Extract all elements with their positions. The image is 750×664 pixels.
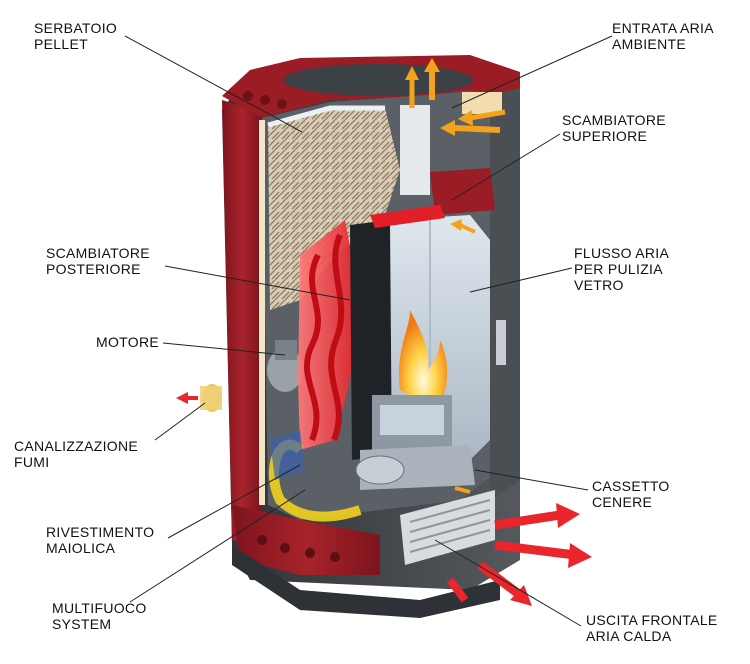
front-grill [400,490,495,565]
label-line: PELLET [34,36,88,52]
top-hot-pipe [370,205,445,228]
label-line: CENERE [592,494,653,510]
motor-housing [275,340,297,360]
label-line: MAIOLICA [46,540,116,556]
label-line: SCAMBIATORE [46,245,150,261]
hot-air-wave-1 [304,253,321,442]
label-line: FLUSSO ARIA [574,245,670,261]
label-entrata-aria-ambiente: ENTRATA ARIA AMBIENTE [612,20,714,52]
label-line: VETRO [574,277,624,293]
label-line: CASSETTO [592,478,670,494]
air-arrows [176,58,592,606]
label-flusso-aria-pulizia-vetro: FLUSSO ARIA PER PULIZIA VETRO [574,245,669,293]
air-duct [400,105,430,195]
rim-decoration [243,91,287,109]
label-uscita-frontale-aria-calda: USCITA FRONTALE ARIA CALDA [586,612,718,644]
leader-lines [124,35,613,627]
base-plinth [232,545,500,618]
label-line: POSTERIORE [46,261,141,277]
label-line: CANALIZZAZIONE [14,438,138,454]
majolica-left-panel [222,100,262,545]
top-insulation [462,92,502,114]
label-line: SERBATOIO [34,20,118,36]
label-line: RIVESTIMENTO [46,524,155,540]
label-line: USCITA FRONTALE [586,612,718,628]
label-rivestimento-maiolica: RIVESTIMENTO MAIOLICA [46,524,154,556]
tank-edge [267,105,385,128]
door-handle [496,320,506,365]
label-multifuoco-system: MULTIFUOCO SYSTEM [52,600,147,632]
majolica-lower-front [232,505,380,575]
upper-exchanger [430,168,495,215]
label-canalizzazione-fumi: CANALIZZAZIONE FUMI [14,438,138,470]
label-line: PER PULIZIA [574,261,663,277]
label-cassetto-cenere: CASSETTO CENERE [592,478,670,510]
label-line: MULTIFUOCO [52,600,147,616]
burner-window [380,405,444,435]
door-frame [490,88,520,500]
label-scambiatore-posteriore: SCAMBIATORE POSTERIORE [46,245,150,277]
label-line: SYSTEM [52,616,112,632]
label-line: SCAMBIATORE [562,112,666,128]
label-motore: MOTORE [96,334,159,350]
label-line: ARIA CALDA [586,628,672,644]
label-line: MOTORE [96,334,159,350]
label-line: SUPERIORE [562,128,648,144]
label-scambiatore-superiore: SCAMBIATORE SUPERIORE [562,112,666,144]
label-serbatoio-pellet: SERBATOIO PELLET [34,20,117,52]
flue-pipe [200,386,222,410]
label-line: ENTRATA ARIA [612,20,714,36]
grill-slats [409,499,491,553]
label-line: AMBIENTE [612,36,686,52]
lower-decoration [257,535,340,562]
label-line: FUMI [14,454,50,470]
flame [398,310,448,410]
top-plate [283,64,473,96]
hot-air-wave-2 [328,233,345,442]
fan-wheel [355,455,405,485]
